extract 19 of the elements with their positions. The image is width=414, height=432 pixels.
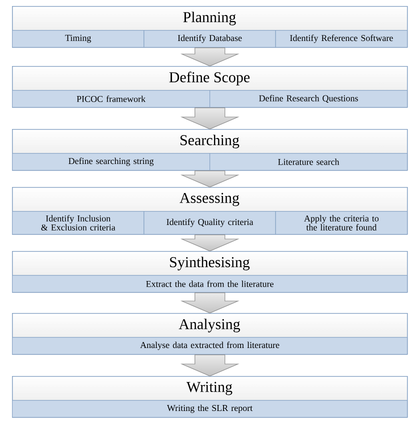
- block-arrow: [180, 234, 240, 252]
- task-box: Timing: [12, 30, 144, 48]
- task-box: Writing the SLR report: [12, 400, 408, 418]
- block-arrow: [180, 354, 240, 376]
- task-box: Analyse data extracted from literature: [12, 337, 408, 355]
- task-box: Extract the data from the literature: [12, 275, 408, 293]
- task-box: Literature search: [210, 153, 408, 171]
- block-arrow: [180, 292, 240, 314]
- block-arrow: [180, 108, 240, 130]
- task-box: Apply the criteria to the literature found: [275, 211, 408, 235]
- task-box: Define Research Questions: [210, 90, 408, 108]
- block-arrow: [180, 48, 240, 66]
- task-box: PICOC framework: [12, 90, 210, 108]
- task-box: Define searching string: [12, 153, 210, 171]
- task-box: Identify Reference Software: [275, 30, 408, 48]
- task-box: Identify Inclusion & Exclusion criteria: [12, 211, 144, 235]
- task-box: Identify Quality criteria: [144, 211, 276, 235]
- block-arrow: [180, 170, 240, 188]
- task-box: Identify Database: [144, 30, 276, 48]
